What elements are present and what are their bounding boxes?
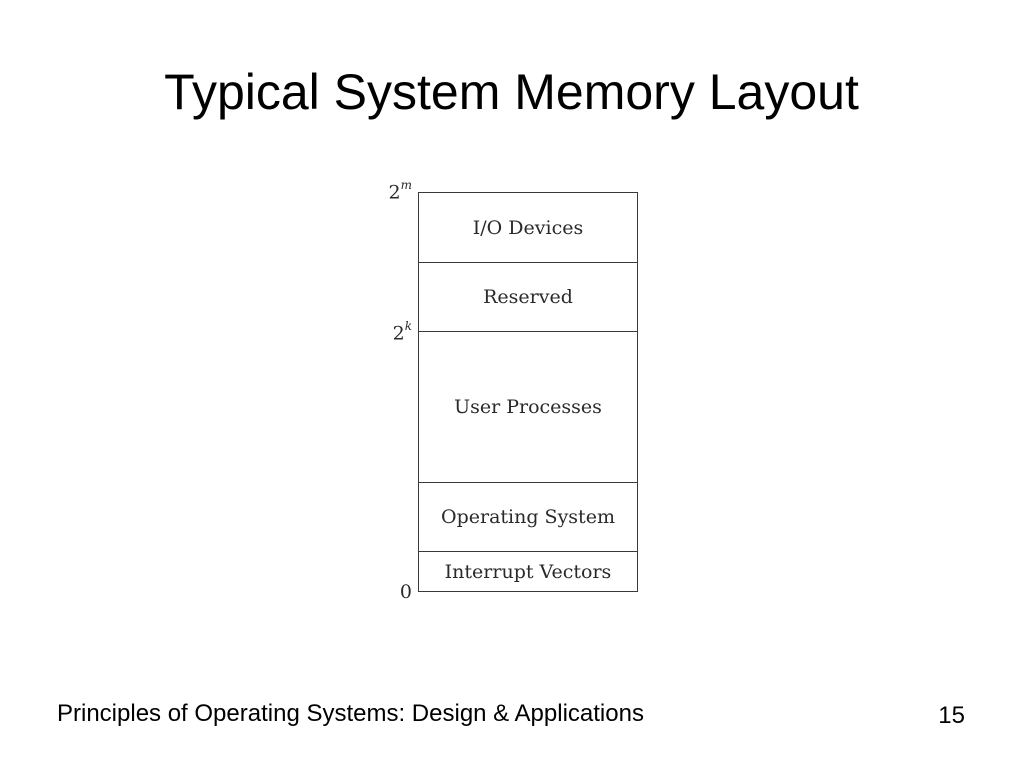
address-top-exponent: m — [400, 178, 412, 192]
address-label-mid: 2k — [392, 319, 412, 345]
region-reserved: Reserved — [419, 263, 637, 332]
address-label-top: 2m — [388, 178, 412, 204]
footer-course-title: Principles of Operating Systems: Design … — [57, 700, 644, 727]
region-interrupt-vectors: Interrupt Vectors — [419, 552, 637, 591]
region-label: I/O Devices — [472, 216, 584, 239]
address-mid-exponent: k — [404, 319, 412, 333]
region-label: User Processes — [454, 396, 602, 418]
region-io-devices: I/O Devices — [419, 193, 637, 263]
memory-layout-diagram: 2m 2k 0 I/O Devices Reserved User Proces… — [372, 176, 662, 610]
address-bottom-base: 0 — [399, 581, 412, 603]
slide-title: Typical System Memory Layout — [164, 64, 859, 120]
address-label-bottom: 0 — [400, 581, 412, 603]
address-mid-base: 2 — [392, 322, 405, 345]
region-label: Reserved — [483, 286, 573, 308]
region-operating-system: Operating System — [419, 483, 637, 552]
region-label: Interrupt Vectors — [444, 560, 612, 583]
footer-page-number: 15 — [938, 702, 965, 729]
region-user-processes: User Processes — [419, 332, 637, 483]
address-top-base: 2 — [388, 181, 401, 204]
memory-stack: I/O Devices Reserved User Processes Oper… — [418, 192, 638, 592]
region-label: Operating System — [441, 506, 615, 528]
